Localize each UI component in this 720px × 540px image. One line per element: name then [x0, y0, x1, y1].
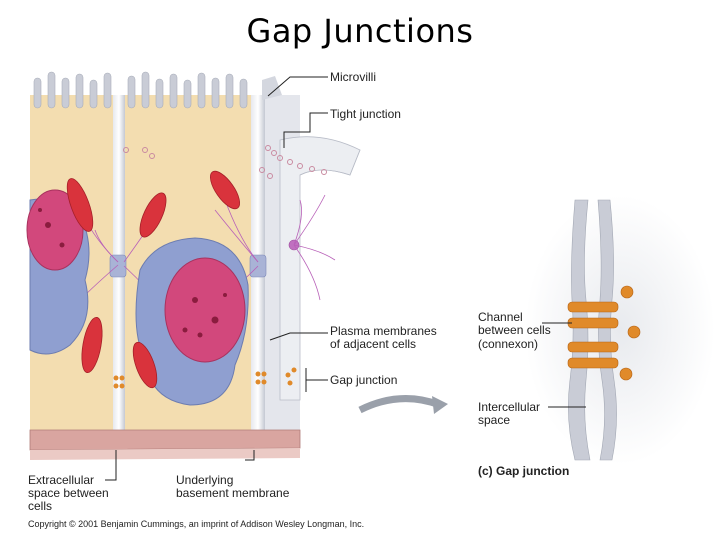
epithelium-block [26, 71, 361, 460]
label-extracellular-2: space between [28, 486, 109, 500]
label-extracellular-1: Extracellular [28, 473, 95, 487]
microvilli [33, 71, 248, 109]
mitochondria [66, 170, 241, 389]
label-basement-1: Underlying [176, 473, 234, 487]
label-tight-junction: Tight junction [330, 107, 401, 121]
copyright-notice: Copyright © 2001 Benjamin Cummings, an i… [28, 519, 365, 529]
gap-junction-inset [525, 195, 715, 465]
label-plasma-membranes-2: of adjacent cells [330, 337, 417, 351]
nucleus-center [164, 257, 246, 363]
connexons [567, 285, 641, 381]
label-microvilli: Microvilli [330, 70, 376, 84]
label-channel-3: (connexon) [478, 337, 539, 351]
label-panel-c: (c) Gap junction [478, 464, 570, 478]
basement-membrane [29, 429, 301, 451]
magnify-arrow [358, 395, 442, 414]
label-plasma-membranes-1: Plasma membranes [330, 324, 437, 338]
label-extracellular-3: cells [28, 499, 53, 513]
gap-junction-clusters [113, 367, 297, 389]
label-intercellular-1: Intercellular [478, 400, 541, 414]
label-basement-2: basement membrane [176, 486, 290, 500]
leader-lines [105, 76, 586, 481]
label-channel-2: between cells [478, 323, 551, 337]
label-channel-1: Channel [478, 310, 523, 324]
label-gap-junction: Gap junction [330, 373, 398, 387]
tight-junction-dots [123, 145, 327, 179]
page-title: Gap Junctions [246, 12, 474, 50]
label-intercellular-2: space [478, 413, 511, 427]
